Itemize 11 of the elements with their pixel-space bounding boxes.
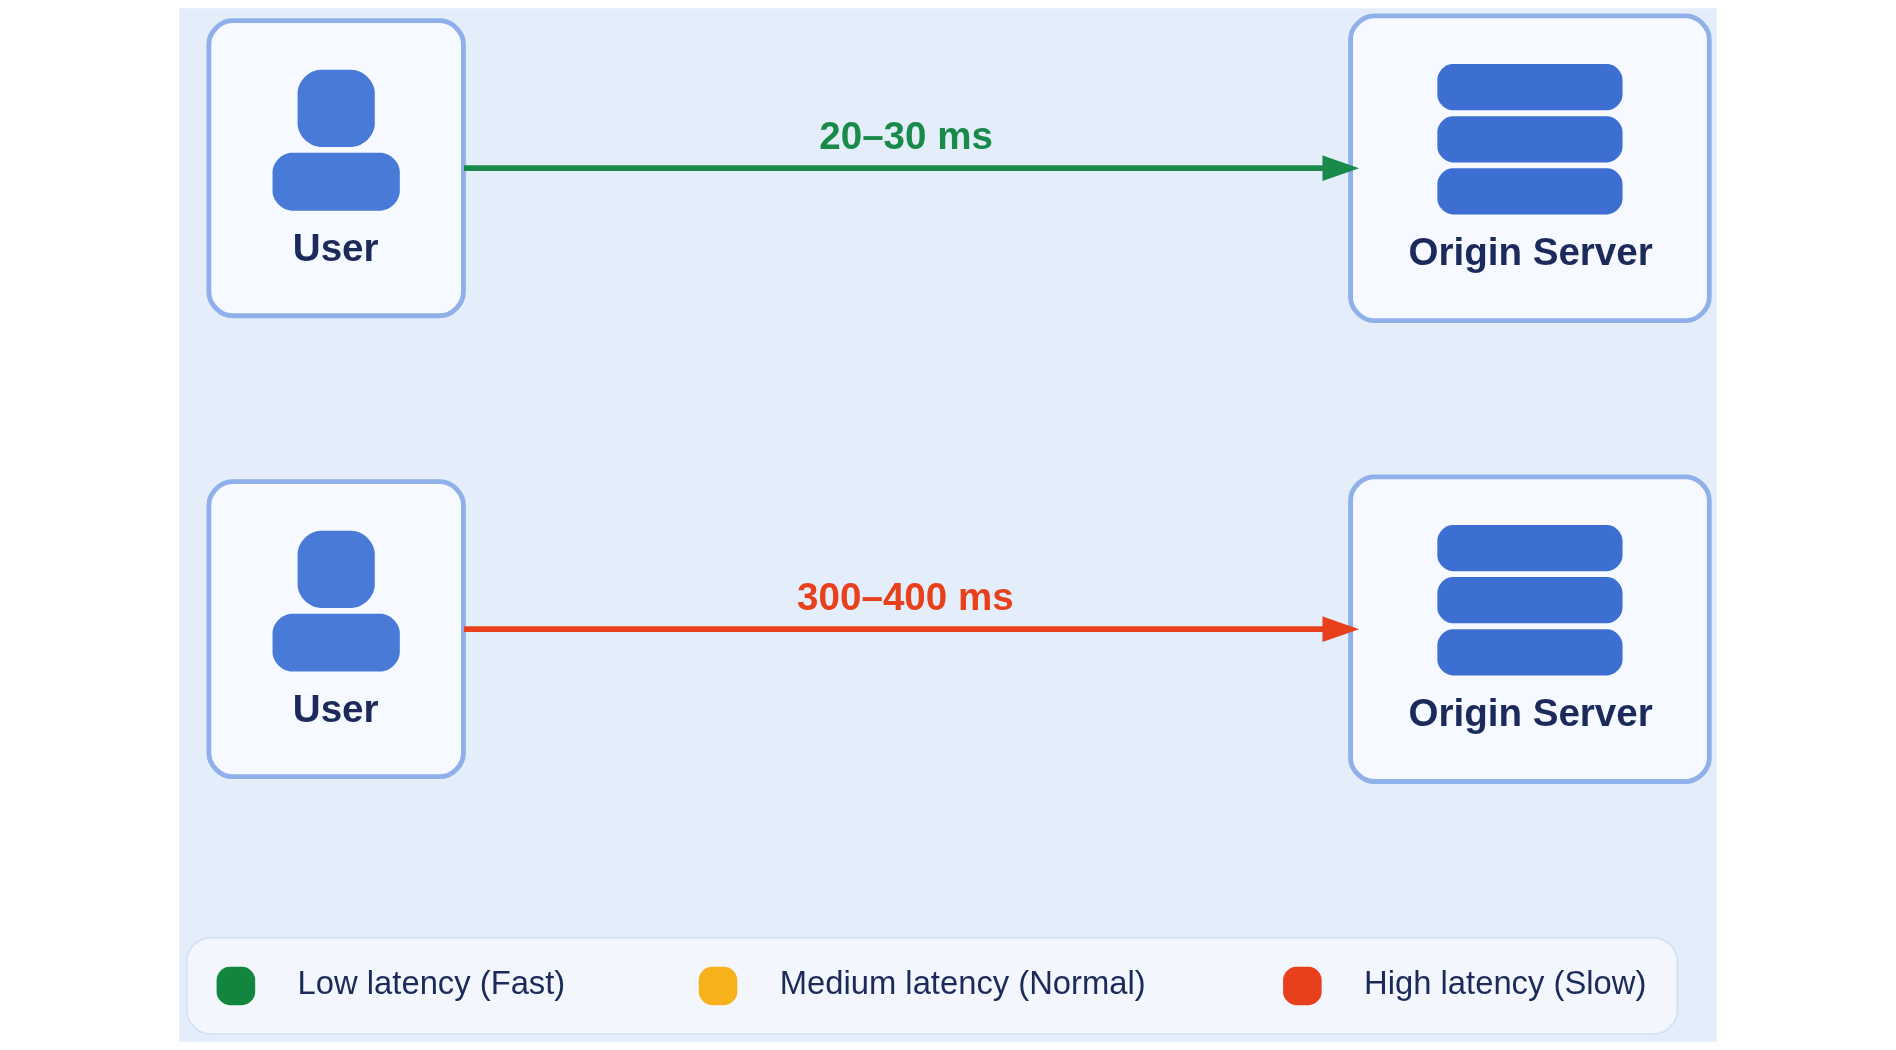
node-box: User xyxy=(206,18,466,319)
arrow xyxy=(463,155,1360,182)
node-box: Origin Server xyxy=(1348,474,1712,784)
legend-label: Medium latency (Normal) xyxy=(779,963,1146,1001)
node-box: Origin Server xyxy=(1348,13,1712,323)
legend-label: Low latency (Fast) xyxy=(297,963,566,1001)
node-box: User xyxy=(206,479,466,780)
edge-label: 20–30 ms xyxy=(819,113,993,157)
arrow xyxy=(463,616,1360,642)
legend-label: High latency (Slow) xyxy=(1364,963,1647,1001)
edge-label: 300–400 ms xyxy=(797,574,1014,618)
